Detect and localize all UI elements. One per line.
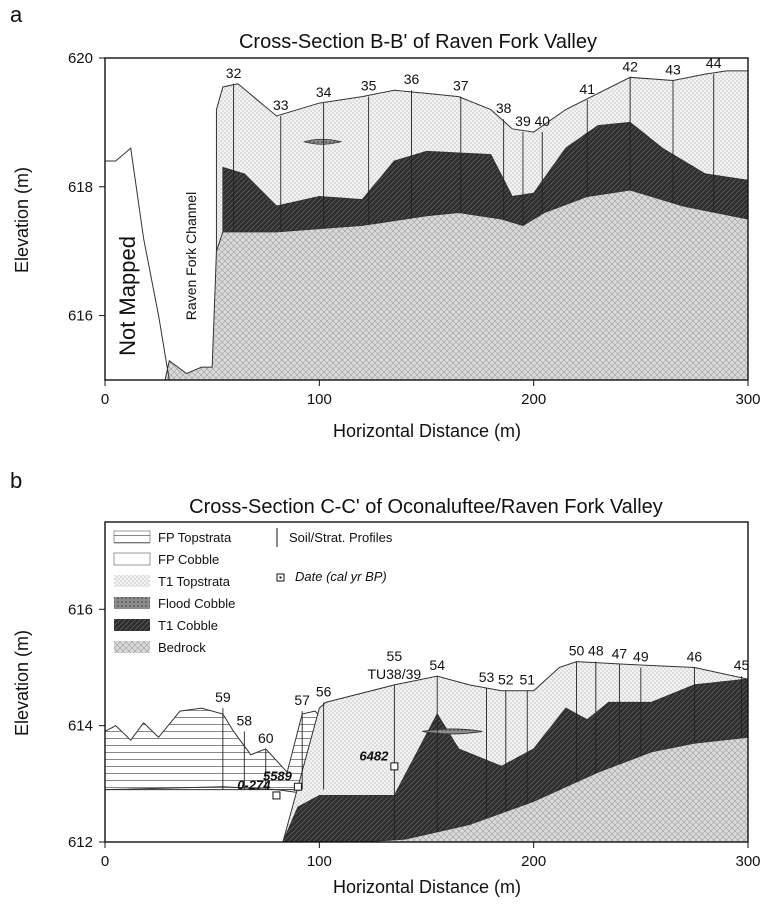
- profile-label: 58: [237, 712, 253, 728]
- profile-label: 57: [294, 692, 310, 708]
- x-tick-label: 300: [735, 391, 760, 408]
- profile-label: 40: [534, 113, 550, 129]
- legend-swatch-date-marker-dot: [279, 576, 282, 579]
- profile-label: 56: [316, 683, 332, 699]
- profile-label: 54: [429, 657, 445, 673]
- legend-swatch-t1-cobble: [114, 619, 150, 631]
- panel-a-frame: [104, 57, 749, 381]
- profile-label: 33: [273, 97, 289, 113]
- profile-label: 46: [687, 648, 703, 664]
- unmapped-surface-line: [105, 147, 170, 381]
- legend-swatch-t1-topstrata: [114, 575, 150, 587]
- profile-label: 32: [226, 65, 242, 81]
- profile-label: 60: [258, 730, 274, 746]
- raven-fork-channel-label: Raven Fork Channel: [183, 192, 199, 320]
- profile-label: 45: [734, 657, 750, 673]
- profile-label: 38: [496, 100, 512, 116]
- legend-swatch-fp-cobble: [113, 552, 151, 566]
- profile-label: 36: [404, 71, 420, 87]
- y-tick-label: 620: [68, 50, 93, 67]
- date-label: 5589: [263, 769, 293, 784]
- profile-label: 44: [706, 55, 722, 71]
- not-mapped-label: Not Mapped: [115, 236, 140, 356]
- profile-label: 43: [665, 62, 681, 78]
- profile-label: 37: [453, 78, 469, 94]
- legend-t1-cobble: T1 Cobble: [158, 618, 218, 633]
- panel-b-y-axis-title: Elevation (m): [12, 630, 32, 736]
- profile-label: 52: [498, 672, 514, 688]
- date-marker: [293, 782, 302, 791]
- date-label: 6482: [359, 748, 389, 763]
- date-marker: [272, 791, 281, 800]
- date-label: 0-274: [237, 777, 271, 792]
- legend-bedrock: Bedrock: [158, 640, 206, 655]
- x-tick-label: 100: [307, 853, 332, 870]
- profile-label: 48: [588, 643, 604, 659]
- x-tick-label: 200: [521, 391, 546, 408]
- x-tick-label: 200: [521, 853, 546, 870]
- fp-topstrata-layer: [104, 707, 325, 791]
- panel-b-legend: FP Topstrata FP Cobble T1 Topstrata Floo…: [113, 528, 393, 655]
- profile-label: 51: [519, 672, 535, 688]
- layer-bedrock: [164, 189, 749, 381]
- x-tick-label: 300: [735, 853, 760, 870]
- panel-a-x-axis-title: Horizontal Distance (m): [333, 421, 521, 441]
- profile-label: 50: [569, 643, 585, 659]
- y-tick-label: 616: [68, 601, 93, 618]
- panel-b-x-ticks: 0 100 200 300: [101, 842, 761, 870]
- profile-label: 59: [215, 689, 231, 705]
- profile-label: 42: [622, 58, 638, 74]
- legend-swatch-bedrock: [114, 641, 150, 653]
- panel-b-frame: [104, 521, 749, 843]
- fp-cobble-boundary: [104, 786, 298, 794]
- legend-fp-topstrata: FP Topstrata: [158, 530, 232, 545]
- legend-fp-cobble: FP Cobble: [158, 552, 219, 567]
- y-tick-label: 618: [68, 179, 93, 196]
- flood-cobble-lens: [302, 138, 343, 145]
- panel-b-title: Cross-Section C-C' of Oconaluftee/Raven …: [189, 496, 663, 518]
- panel-a-x-ticks: 0 100 200 300: [101, 380, 761, 408]
- y-tick-label: 614: [68, 718, 93, 735]
- legend-soil-strat-profiles: Soil/Strat. Profiles: [289, 530, 393, 545]
- x-tick-label: 0: [101, 853, 109, 870]
- legend-t1-topstrata: T1 Topstrata: [158, 574, 231, 589]
- legend-date: Date (cal yr BP): [295, 569, 387, 584]
- profile-label: 34: [316, 84, 332, 100]
- profile-label-unit: TU38/39: [367, 666, 421, 682]
- profile-label: 41: [579, 81, 595, 97]
- profile-label: 35: [361, 78, 377, 94]
- y-tick-label: 616: [68, 308, 93, 325]
- legend-swatch-fp-topstrata: [113, 530, 151, 544]
- profile-label: 49: [633, 648, 649, 664]
- panel-a-letter: a: [10, 2, 23, 27]
- profile-label: 39: [515, 113, 531, 129]
- panel-b-y-ticks: 612 614 616: [68, 601, 105, 851]
- x-tick-label: 0: [101, 391, 109, 408]
- legend-flood-cobble: Flood Cobble: [158, 596, 235, 611]
- panel-b-x-axis-title: Horizontal Distance (m): [333, 877, 521, 897]
- profile-label: 47: [612, 646, 628, 662]
- panel-b-letter: b: [10, 468, 22, 493]
- legend-swatch-flood-cobble: [114, 597, 150, 609]
- profile-label: 53: [479, 669, 495, 685]
- panel-a-title: Cross-Section B-B' of Raven Fork Valley: [239, 31, 597, 53]
- profile-label: 55: [387, 648, 403, 664]
- panel-a-y-ticks: 616 618 620: [68, 50, 105, 325]
- date-marker: [390, 762, 399, 771]
- panel-a-y-axis-title: Elevation (m): [12, 167, 32, 273]
- panel-a: a Cross-Section B-B' of Raven Fork Valle…: [10, 2, 761, 441]
- x-tick-label: 100: [307, 391, 332, 408]
- panel-b: b Cross-Section C-C' of Oconaluftee/Rave…: [10, 468, 761, 897]
- y-tick-label: 612: [68, 834, 93, 851]
